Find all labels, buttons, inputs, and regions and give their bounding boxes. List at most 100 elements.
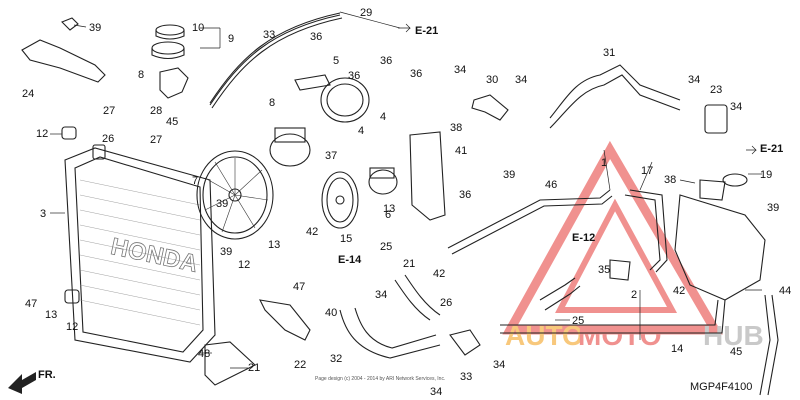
hose-23 bbox=[394, 279, 431, 321]
callout: 28 bbox=[150, 105, 162, 117]
callout: 42 bbox=[306, 226, 318, 238]
callout: 5 bbox=[333, 55, 339, 67]
callout: 13 bbox=[383, 203, 395, 215]
shroud-6 bbox=[409, 131, 446, 221]
callout: 19 bbox=[760, 169, 772, 181]
callout: 39 bbox=[216, 198, 228, 210]
callout: 41 bbox=[455, 145, 467, 157]
callout: 36 bbox=[459, 189, 471, 201]
clip-39-top bbox=[61, 17, 79, 31]
callout: 3 bbox=[40, 208, 46, 220]
callout: 29 bbox=[360, 7, 372, 19]
callout: 39 bbox=[89, 22, 101, 34]
callout: 37 bbox=[325, 150, 337, 162]
callout: 30 bbox=[486, 74, 498, 86]
callout: 10 bbox=[192, 22, 204, 34]
fan-motor-8 bbox=[269, 127, 311, 167]
callout-labels: 39 10 9 8 33 29 36 5 36 36 36 24 27 28 4… bbox=[22, 7, 791, 398]
callout: 8 bbox=[138, 69, 144, 81]
callout: 47 bbox=[293, 281, 305, 293]
callout: 44 bbox=[779, 285, 791, 297]
callout: 34 bbox=[375, 289, 387, 301]
footer-note: Page design (c) 2004 - 2014 by ARI Netwo… bbox=[315, 376, 445, 382]
callout: 42 bbox=[433, 268, 445, 280]
ref-label: E-14 bbox=[338, 254, 362, 266]
callout: 24 bbox=[22, 88, 34, 100]
hose-16 bbox=[500, 299, 719, 326]
callout: 45 bbox=[166, 116, 178, 128]
callout: 25 bbox=[380, 241, 392, 253]
hose-46 bbox=[447, 189, 611, 249]
hose-22 bbox=[704, 104, 728, 134]
callout: 35 bbox=[598, 264, 610, 276]
callout: 25 bbox=[572, 315, 584, 327]
callout: 1 bbox=[601, 157, 607, 169]
callout: 26 bbox=[440, 297, 452, 309]
callout: 15 bbox=[340, 233, 352, 245]
callout: 27 bbox=[150, 134, 162, 146]
section-refs: E-21 E-21 E-12 E-14 bbox=[338, 23, 783, 266]
callout: 4 bbox=[380, 111, 386, 123]
ref-label: E-12 bbox=[572, 232, 595, 244]
hose-32 bbox=[209, 14, 341, 106]
callout: 14 bbox=[671, 343, 683, 355]
hose-30 bbox=[339, 309, 441, 359]
callout: 47 bbox=[25, 298, 37, 310]
callout: 34 bbox=[493, 359, 505, 371]
callout: 34 bbox=[430, 386, 442, 398]
hose-31 bbox=[549, 64, 681, 119]
callout: 36 bbox=[380, 55, 392, 67]
hose-elbow-33 bbox=[449, 329, 481, 356]
hose-24 bbox=[539, 277, 576, 301]
shroud-5 bbox=[294, 74, 370, 123]
callout: 12 bbox=[36, 128, 48, 140]
radiator-cap bbox=[151, 24, 185, 60]
callout: 34 bbox=[515, 74, 527, 86]
radiator: HONDA bbox=[61, 126, 216, 363]
callout: 31 bbox=[603, 47, 615, 59]
hose-elbow-2 bbox=[609, 259, 631, 281]
callout: 7 bbox=[192, 175, 198, 187]
callout: 12 bbox=[238, 259, 250, 271]
callout: 8 bbox=[269, 97, 275, 109]
callout: 26 bbox=[102, 133, 114, 145]
callout: 23 bbox=[710, 84, 722, 96]
filler-neck-9 bbox=[159, 67, 189, 99]
callout: 2 bbox=[631, 289, 637, 301]
ref-label: E-21 bbox=[760, 143, 783, 155]
hose-17 bbox=[624, 194, 661, 271]
callout: 46 bbox=[545, 179, 557, 191]
callout: 45 bbox=[730, 346, 742, 358]
callout: 38 bbox=[664, 174, 676, 186]
callout: 6 bbox=[385, 209, 391, 221]
callout: 22 bbox=[294, 359, 306, 371]
callout: 21 bbox=[403, 258, 415, 270]
callout: 33 bbox=[460, 371, 472, 383]
callout: 39 bbox=[767, 202, 779, 214]
hose-44 bbox=[759, 294, 771, 396]
bracket-21 bbox=[259, 299, 311, 341]
callout: 42 bbox=[673, 285, 685, 297]
radiator-brand-text: HONDA bbox=[108, 233, 200, 278]
callout: 34 bbox=[454, 64, 466, 76]
callout: 4 bbox=[358, 125, 364, 137]
callout: 34 bbox=[688, 74, 700, 86]
bracket-20 bbox=[21, 39, 106, 83]
callout: 40 bbox=[325, 307, 337, 319]
callout: 32 bbox=[330, 353, 342, 365]
callout: 13 bbox=[268, 239, 280, 251]
callout: 9 bbox=[228, 33, 234, 45]
callout: 17 bbox=[641, 165, 653, 177]
callout: 36 bbox=[410, 68, 422, 80]
callout: 39 bbox=[220, 246, 232, 258]
leader-lines bbox=[50, 11, 762, 369]
callout: 21 bbox=[248, 362, 260, 374]
fan-7 bbox=[196, 150, 274, 240]
reserve-tank bbox=[674, 194, 766, 301]
callout: 13 bbox=[45, 309, 57, 321]
front-direction-arrow: FR. bbox=[8, 369, 56, 394]
callout: 38 bbox=[450, 122, 462, 134]
callout: 33 bbox=[263, 29, 275, 41]
watermark: AUTO MOTO HUB bbox=[502, 140, 764, 351]
